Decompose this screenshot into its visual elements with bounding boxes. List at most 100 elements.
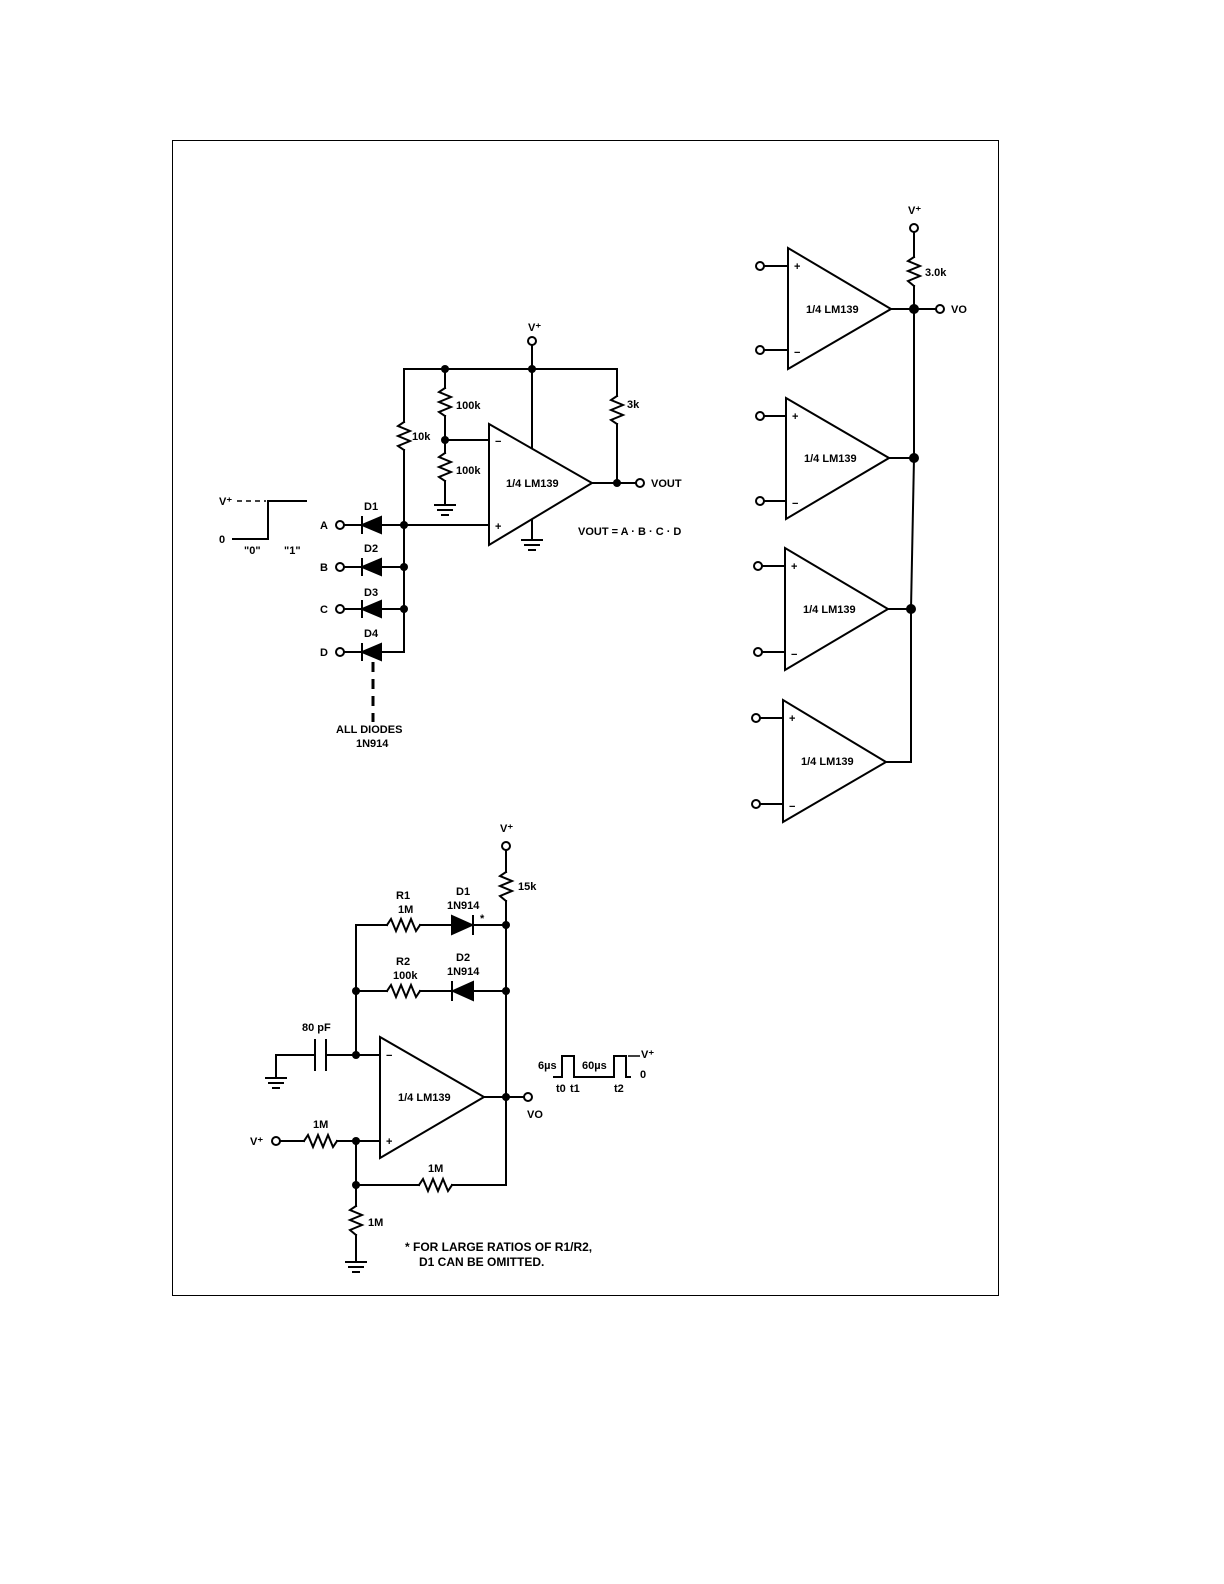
diode-d2-label: D2: [364, 543, 378, 555]
comparator-2: + − 1/4 LM139: [755, 396, 919, 521]
r-input-resistor: [302, 1132, 339, 1150]
comparator-2-triangle: [785, 396, 891, 521]
r100k-bottom-resistor: [436, 451, 454, 483]
comparator-4-triangle: [782, 698, 888, 824]
comparator-1-label: 1/4 LM139: [806, 304, 859, 316]
wave-vplus-label: V⁺: [219, 496, 232, 508]
diodes-note-line1: ALL DIODES: [336, 724, 402, 736]
wired-or-circuit: V⁺ 3.0k VO + − 1/4 LM139: [751, 205, 967, 824]
logic-waveform: V⁺ 0 "0" "1": [219, 496, 307, 557]
pulse-period-label: 60µs: [582, 1060, 607, 1072]
pulse-waveform: 6µs 60µs V⁺ 0 t0 t1 t2: [538, 1049, 654, 1095]
vo-label: VO: [951, 304, 967, 316]
pulse-generator-circuit: V⁺ 15k R1 1M D1 1N914 * R2 100k D2 1N914: [250, 823, 654, 1273]
diode-row-c: C D3: [320, 587, 405, 619]
r100k-top-label: 100k: [456, 400, 481, 412]
r-input-label: 1M: [313, 1119, 328, 1131]
plus-input-terminal: [755, 411, 765, 421]
input-b-label: B: [320, 562, 328, 574]
vplus-input-label: V⁺: [250, 1136, 263, 1148]
diodes-note-line2: 1N914: [356, 738, 389, 750]
plus-sign: +: [792, 411, 798, 423]
r2-resistor: [385, 982, 422, 1000]
r100k-top-resistor: [436, 386, 454, 418]
wave-high-label: "1": [284, 545, 301, 557]
junction-dot: [909, 453, 919, 463]
opamp-minus-sign: −: [495, 436, 501, 448]
diode-d3-label: D3: [364, 587, 378, 599]
opamp-label: 1/4 LM139: [506, 478, 559, 490]
ground-symbol: [265, 1077, 287, 1089]
opamp-minus-sign: −: [386, 1050, 392, 1062]
input-c-terminal: [335, 604, 345, 614]
r3k-label: 3k: [627, 399, 640, 411]
r3k-resistor: [608, 394, 626, 426]
plus-sign: +: [791, 561, 797, 573]
r-ground-label: 1M: [368, 1217, 383, 1229]
opamp-triangle: [379, 1035, 486, 1160]
plus-sign: +: [794, 261, 800, 273]
diode-row-a: A D1: [320, 501, 405, 535]
minus-sign: −: [789, 801, 795, 813]
minus-sign: −: [794, 347, 800, 359]
d1-footnote-star: *: [480, 913, 485, 925]
r1-value-label: 1M: [398, 904, 413, 916]
ground-symbol: [345, 1261, 367, 1273]
r10k-label: 10k: [412, 431, 431, 443]
junction-dot: [352, 1181, 360, 1189]
figure-frame: [172, 140, 999, 1296]
vplus-input-terminal: [271, 1136, 281, 1146]
d1-name-label: D1: [456, 886, 470, 898]
d2-name-label: D2: [456, 952, 470, 964]
comparator-2-label: 1/4 LM139: [804, 453, 857, 465]
comparator-4: + − 1/4 LM139: [751, 698, 912, 824]
vplus-label: V⁺: [908, 205, 921, 217]
r3k-label: 3.0k: [925, 267, 947, 279]
input-a-label: A: [320, 520, 328, 532]
comparator-3-label: 1/4 LM139: [803, 604, 856, 616]
input-d-label: D: [320, 647, 328, 659]
cap-label: 80 pF: [302, 1022, 331, 1034]
r10k-resistor: [395, 420, 413, 452]
d2-type-label: 1N914: [447, 966, 480, 978]
diode-d1: [359, 515, 382, 535]
minus-sign: −: [792, 498, 798, 510]
vo-terminal: [523, 1092, 533, 1102]
diode-d4-label: D4: [364, 628, 379, 640]
diode-d4: [359, 642, 382, 662]
diode-d1: [451, 914, 475, 936]
minus-input-terminal: [755, 496, 765, 506]
r2-value-label: 100k: [393, 970, 418, 982]
junction-dot: [906, 604, 916, 614]
junction-dot: [352, 1137, 360, 1145]
minus-sign: −: [791, 649, 797, 661]
vout-terminal: [635, 478, 645, 488]
plus-input-terminal: [753, 561, 763, 571]
plus-input-terminal: [751, 713, 761, 723]
r-feedback-resistor: [417, 1176, 454, 1194]
comparator-3-triangle: [784, 546, 890, 672]
t0-label: t0: [556, 1083, 566, 1095]
opamp-plus-sign: +: [386, 1136, 392, 1148]
junction-dot: [909, 304, 919, 314]
r1-name-label: R1: [396, 890, 410, 902]
junction-dot: [502, 1093, 510, 1101]
ground-symbol: [434, 504, 456, 516]
vout-label: VOUT: [651, 478, 682, 490]
comparator-4-label: 1/4 LM139: [801, 756, 854, 768]
comparator-1-triangle: [787, 246, 893, 371]
diode-d2: [450, 980, 474, 1002]
vout-equation: VOUT = A · B · C · D: [578, 526, 681, 538]
vplus-terminal: [527, 336, 537, 346]
footnote-line1: * FOR LARGE RATIOS OF R1/R2,: [405, 1240, 592, 1254]
comparator-3: + − 1/4 LM139: [753, 546, 916, 672]
junction-dot: [352, 1051, 360, 1059]
r15k-resistor: [497, 870, 515, 903]
minus-input-terminal: [753, 647, 763, 657]
wave-vplus-label: V⁺: [641, 1049, 654, 1061]
r15k-label: 15k: [518, 881, 537, 893]
junction-dot: [528, 365, 536, 373]
junction-dot: [613, 479, 621, 487]
diode-d2: [359, 557, 382, 577]
